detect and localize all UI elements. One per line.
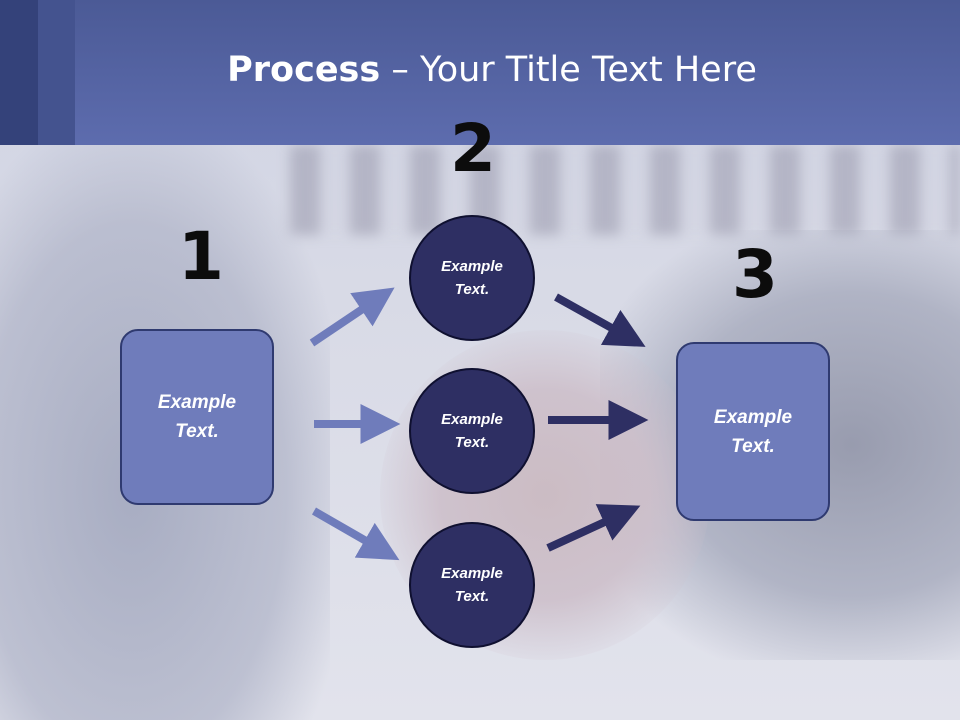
arrow-1-to-top bbox=[309, 287, 395, 347]
circle-top-line2: Text. bbox=[454, 281, 490, 298]
header-bar: Process – Your Title Text Here bbox=[0, 0, 960, 145]
circle-bottom-line2: Text. bbox=[454, 588, 490, 605]
title-rest: – Your Title Text Here bbox=[380, 50, 757, 90]
step-number-1: 1 bbox=[178, 218, 224, 295]
step-1-box-line2: Text. bbox=[175, 421, 219, 442]
background-crowd bbox=[290, 145, 960, 235]
step-number-3: 3 bbox=[732, 236, 778, 313]
arrow-top-to-3 bbox=[554, 293, 646, 347]
arrow-bottom-to-3 bbox=[546, 504, 641, 552]
slide-title: Process – Your Title Text Here bbox=[0, 50, 960, 90]
header-accent-mid bbox=[38, 0, 75, 145]
circle-top-line1: Example bbox=[441, 258, 503, 275]
circle-bottom-line1: Example bbox=[441, 565, 503, 582]
arrow-1-to-bottom bbox=[312, 507, 400, 561]
circle-middle-line1: Example bbox=[441, 411, 503, 428]
step-3-box-line1: Example bbox=[713, 406, 793, 428]
circle-middle-line2: Text. bbox=[454, 434, 490, 451]
step-3-box-line2: Text. bbox=[731, 435, 775, 457]
header-accent-dark bbox=[0, 0, 38, 145]
title-bold: Process bbox=[227, 50, 381, 90]
step-number-2: 2 bbox=[450, 110, 496, 187]
step-1-box-line1: Example bbox=[157, 392, 237, 413]
